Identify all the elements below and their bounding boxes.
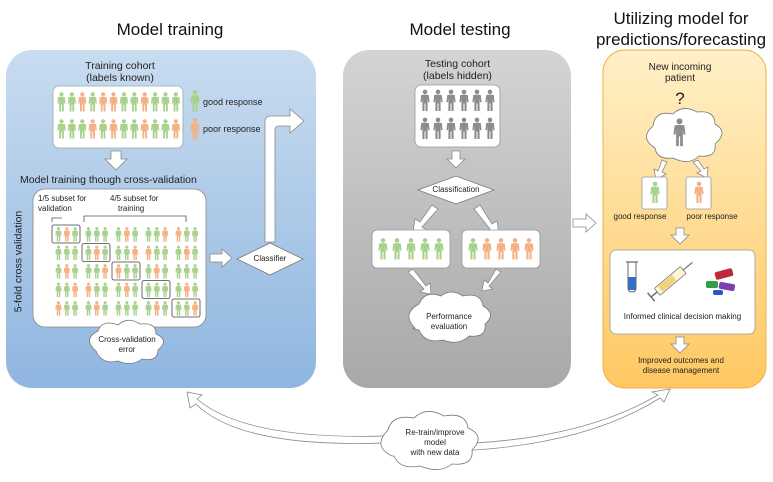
- validation-fold-box: [141, 280, 171, 299]
- validation-label-1: 1/5 subset for: [38, 194, 87, 203]
- performance-cloud: [408, 291, 491, 343]
- arrow-good-to-evaluation: [407, 268, 432, 295]
- new-patient-label-2: patient: [664, 73, 696, 84]
- test-tube-icon: [626, 261, 638, 293]
- pills-icon: [706, 268, 736, 295]
- arrow-cv-to-classifier: [209, 248, 233, 268]
- validation-fold-box: [111, 261, 141, 281]
- syringe-icon: [647, 261, 693, 302]
- cross-validation-grid: [51, 224, 201, 318]
- new-patient-label-1: New incoming: [648, 62, 712, 73]
- testing-cohort-box: [414, 84, 501, 148]
- title-training: Model training: [116, 20, 224, 39]
- question-mark: ?: [675, 89, 685, 108]
- training-cohort-label-1: Training cohort: [85, 60, 155, 72]
- training-label-1: 4/5 subset for: [110, 194, 159, 203]
- retrain-label-2: model: [424, 438, 446, 447]
- classification-diamond: [416, 175, 496, 205]
- performance-label-2: evaluation: [430, 322, 468, 331]
- performance-label-1: Performance: [426, 312, 472, 321]
- cv-heading: Model training though cross-validation: [20, 174, 197, 186]
- retrain-cloud: [380, 411, 479, 470]
- arrow-to-decision: [670, 227, 690, 245]
- testing-panel: [343, 50, 571, 388]
- decision-box: [609, 249, 756, 335]
- decision-label: Informed clinical decision making: [623, 312, 742, 321]
- training-label-2: training: [118, 204, 145, 213]
- arrow-classifier-to-testing: [264, 108, 305, 243]
- arrow-cloud-to-poor: [692, 159, 709, 179]
- training-cohort-label-2: (labels known): [86, 72, 154, 84]
- validation-fold-box: [81, 243, 111, 262]
- fold-label: 5-fold cross validation: [12, 210, 25, 313]
- classifier-diamond: [236, 242, 304, 276]
- classifier-label: Classifier: [253, 254, 287, 263]
- cv-error-label-1: Cross-validation: [98, 335, 156, 344]
- arrow-cohort-to-cv: [104, 150, 128, 171]
- outcome-label-2: disease management: [642, 366, 720, 375]
- retrain-label-1: Re-train/improve: [405, 428, 465, 437]
- title-testing: Model testing: [409, 20, 511, 39]
- new-patient-cloud: [646, 108, 723, 162]
- title-predicting: Utilizing model for predictions/forecast…: [595, 9, 767, 49]
- arrow-classification-right: [473, 204, 500, 235]
- outcome-label-1: Improved outcomes and: [638, 356, 724, 365]
- validation-fold-box: [171, 298, 201, 318]
- arrow-testing-down: [446, 150, 466, 169]
- retrain-arrow-left: [186, 391, 386, 444]
- poor-response-label: poor response: [686, 212, 738, 221]
- testing-cohort-label-1: Testing cohort: [424, 58, 491, 70]
- legend-poor-label: poor response: [203, 124, 261, 134]
- cv-error-cloud: [89, 319, 164, 364]
- validation-subset-bracket: [51, 217, 62, 222]
- testing-cohort-label-2: (labels hidden): [423, 70, 492, 82]
- arrow-to-outcomes: [670, 336, 690, 354]
- cv-error-label-2: error: [118, 345, 136, 354]
- arrow-poor-to-evaluation: [481, 268, 502, 292]
- good-response-label: good response: [613, 212, 667, 221]
- retrain-label-3: with new data: [410, 448, 460, 457]
- validation-fold-box: [51, 224, 81, 244]
- training-subset-bracket: [83, 215, 187, 222]
- classification-label: Classification: [432, 185, 480, 194]
- legend-good-label: good response: [203, 97, 263, 107]
- arrow-testing-to-prediction: [572, 213, 597, 233]
- validation-label-2: validation: [38, 204, 72, 213]
